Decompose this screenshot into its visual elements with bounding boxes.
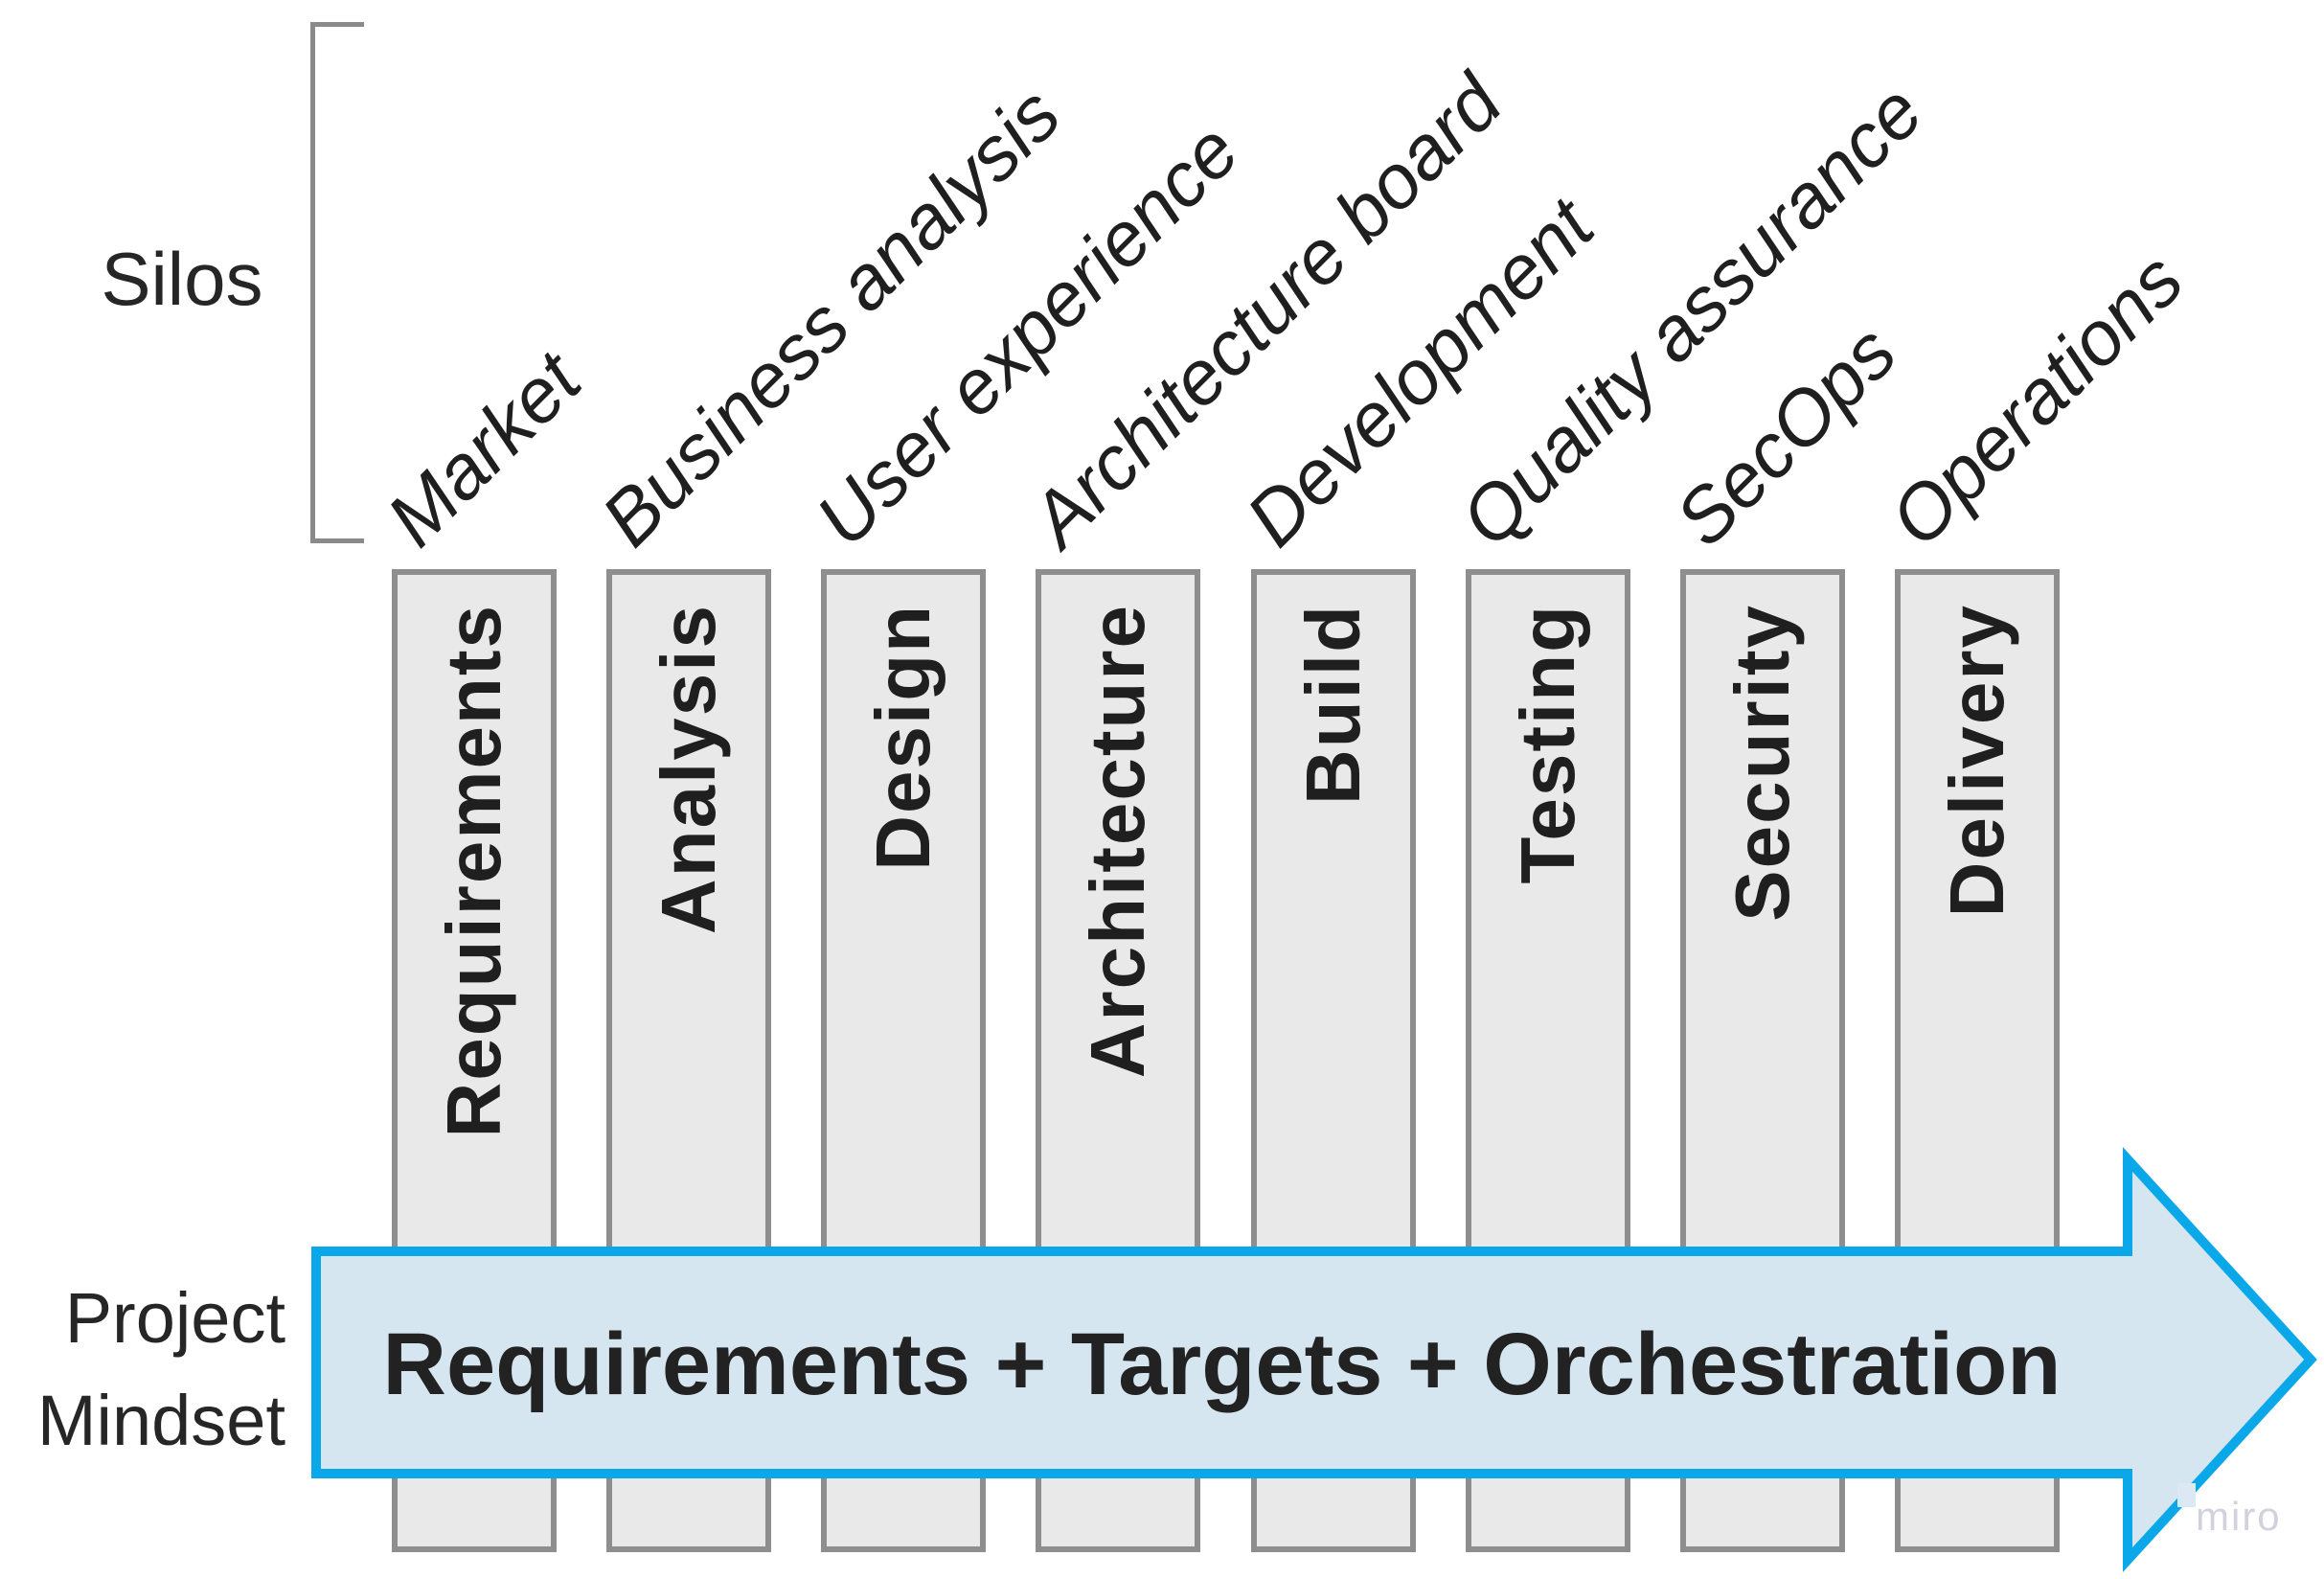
project-mindset-line1: Project — [64, 1278, 285, 1358]
silos-bracket — [310, 22, 364, 543]
arrow-label: Requirements + Targets + Orchestration — [382, 1316, 2062, 1413]
miro-logo-box — [2177, 1483, 2196, 1507]
project-mindset-line2: Mindset — [36, 1381, 285, 1460]
miro-watermark: miro — [2177, 1483, 2321, 1537]
project-mindset-label: Project Mindset — [19, 1267, 285, 1472]
arrow-shape — [311, 1147, 2317, 1572]
miro-logo-text: miro — [2196, 1494, 2282, 1539]
silos-group-label: Silos — [101, 237, 263, 321]
